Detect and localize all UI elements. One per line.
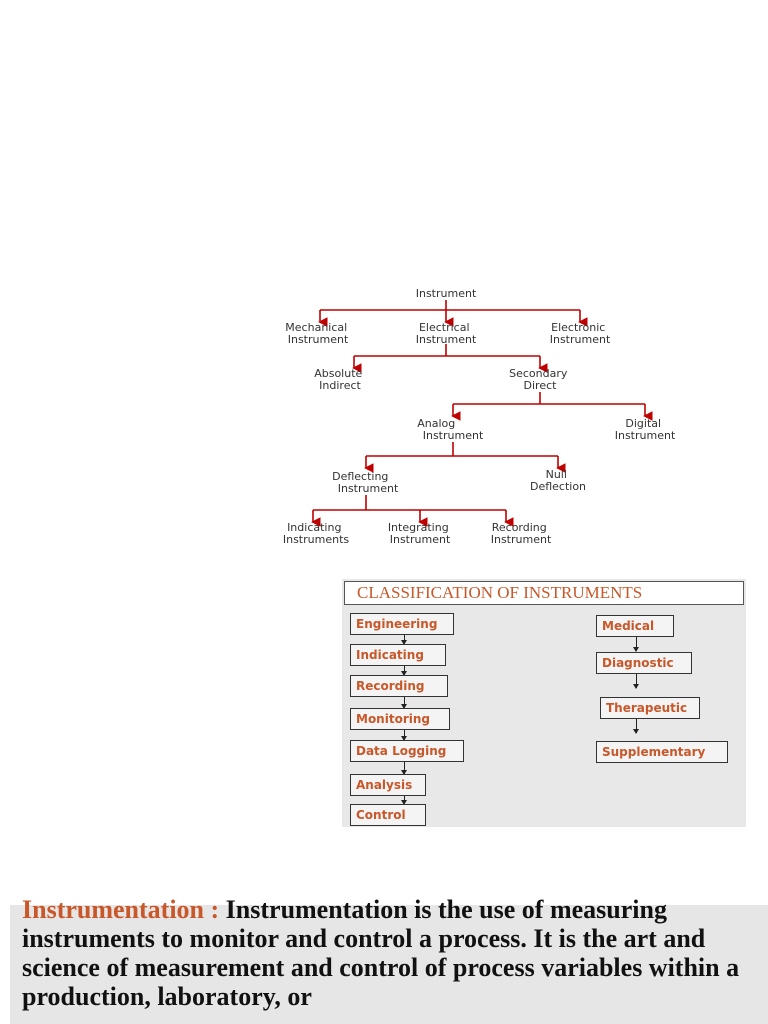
instrument-classification-tree: Instrument Mechanical Instrument Electri… <box>283 287 676 546</box>
down-arrow-icon <box>633 637 639 652</box>
tree-node-digital: Digital Instrument <box>615 417 676 442</box>
class-supplementary: Supplementary <box>596 741 728 763</box>
class-analysis: Analysis <box>350 774 426 796</box>
class-recording: Recording <box>350 675 448 697</box>
node-line: Instruments <box>283 533 350 546</box>
node-line: Digital <box>625 417 661 430</box>
node-line: Indicating <box>287 521 341 534</box>
tree-node-indicating: Indicating Instruments <box>283 521 350 546</box>
tree-node-deflecting: Deflecting Instrument <box>332 470 399 495</box>
node-line: Null <box>546 468 567 481</box>
node-line: Integrating <box>388 521 449 534</box>
tree-node-integrating: Integrating Instrument <box>388 521 452 546</box>
class-engineering: Engineering <box>350 613 454 635</box>
definition-background <box>10 905 768 1024</box>
down-arrow-icon <box>401 697 407 709</box>
node-line: Electronic <box>551 321 605 334</box>
class-data-logging: Data Logging <box>350 740 464 762</box>
definition-paragraph: Instrumentation : Instrumentation is the… <box>10 885 768 1011</box>
node-line: Secondary <box>509 367 568 380</box>
class-indicating: Indicating <box>350 644 446 666</box>
tree-node-mechanical: Mechanical Instrument <box>285 321 350 346</box>
node-line: Instrument <box>338 482 399 495</box>
class-diagnostic: Diagnostic <box>596 652 692 674</box>
classification-panel: CLASSIFICATION OF INSTRUMENTS Engineerin… <box>342 579 746 827</box>
node-line: Deflection <box>530 480 586 493</box>
down-arrow-icon <box>401 730 407 741</box>
node-line: Electrical <box>419 321 470 334</box>
definition-text: Instrumentation is the use of measuring … <box>22 895 740 1011</box>
node-line: Indirect <box>319 379 361 392</box>
node-line: Deflecting <box>332 470 388 483</box>
node-line: Direct <box>524 379 558 392</box>
definition-term: Instrumentation : <box>22 895 220 924</box>
node-line: Analog <box>417 417 455 430</box>
tree-node-null-deflection: Null Deflection <box>530 468 586 493</box>
down-arrow-icon <box>633 719 639 734</box>
node-line: Instrument <box>423 429 484 442</box>
node-line: Instrument <box>288 333 349 346</box>
tree-node-recording: Recording Instrument <box>491 521 552 546</box>
tree-node-analog: Analog Instrument <box>417 417 484 442</box>
tree-node-secondary-direct: Secondary Direct <box>509 367 571 392</box>
down-arrow-icon <box>401 796 407 805</box>
node-line: Instrument <box>615 429 676 442</box>
class-monitoring: Monitoring <box>350 708 450 730</box>
down-arrow-icon <box>401 635 407 645</box>
node-line: Instrument <box>550 333 611 346</box>
node-line: Instrument <box>390 533 451 546</box>
classification-title: CLASSIFICATION OF INSTRUMENTS <box>344 581 744 605</box>
tree-node-absolute-indirect: Absolute Indirect <box>314 367 366 392</box>
tree-node-root: Instrument <box>416 287 477 300</box>
node-line: Mechanical <box>285 321 347 334</box>
down-arrow-icon <box>401 762 407 775</box>
class-medical: Medical <box>596 615 674 637</box>
node-line: Instrument <box>416 333 477 346</box>
class-therapeutic: Therapeutic <box>600 697 700 719</box>
node-line: Instrument <box>491 533 552 546</box>
down-arrow-icon <box>401 666 407 676</box>
node-line: Recording <box>492 521 547 534</box>
tree-node-electronic: Electronic Instrument <box>550 321 611 346</box>
down-arrow-icon <box>633 674 639 689</box>
class-control: Control <box>350 804 426 826</box>
node-line: Absolute <box>314 367 362 380</box>
definition-block: Instrumentation : Instrumentation is the… <box>10 885 768 1024</box>
tree-node-electrical: Electrical Instrument <box>416 321 477 346</box>
